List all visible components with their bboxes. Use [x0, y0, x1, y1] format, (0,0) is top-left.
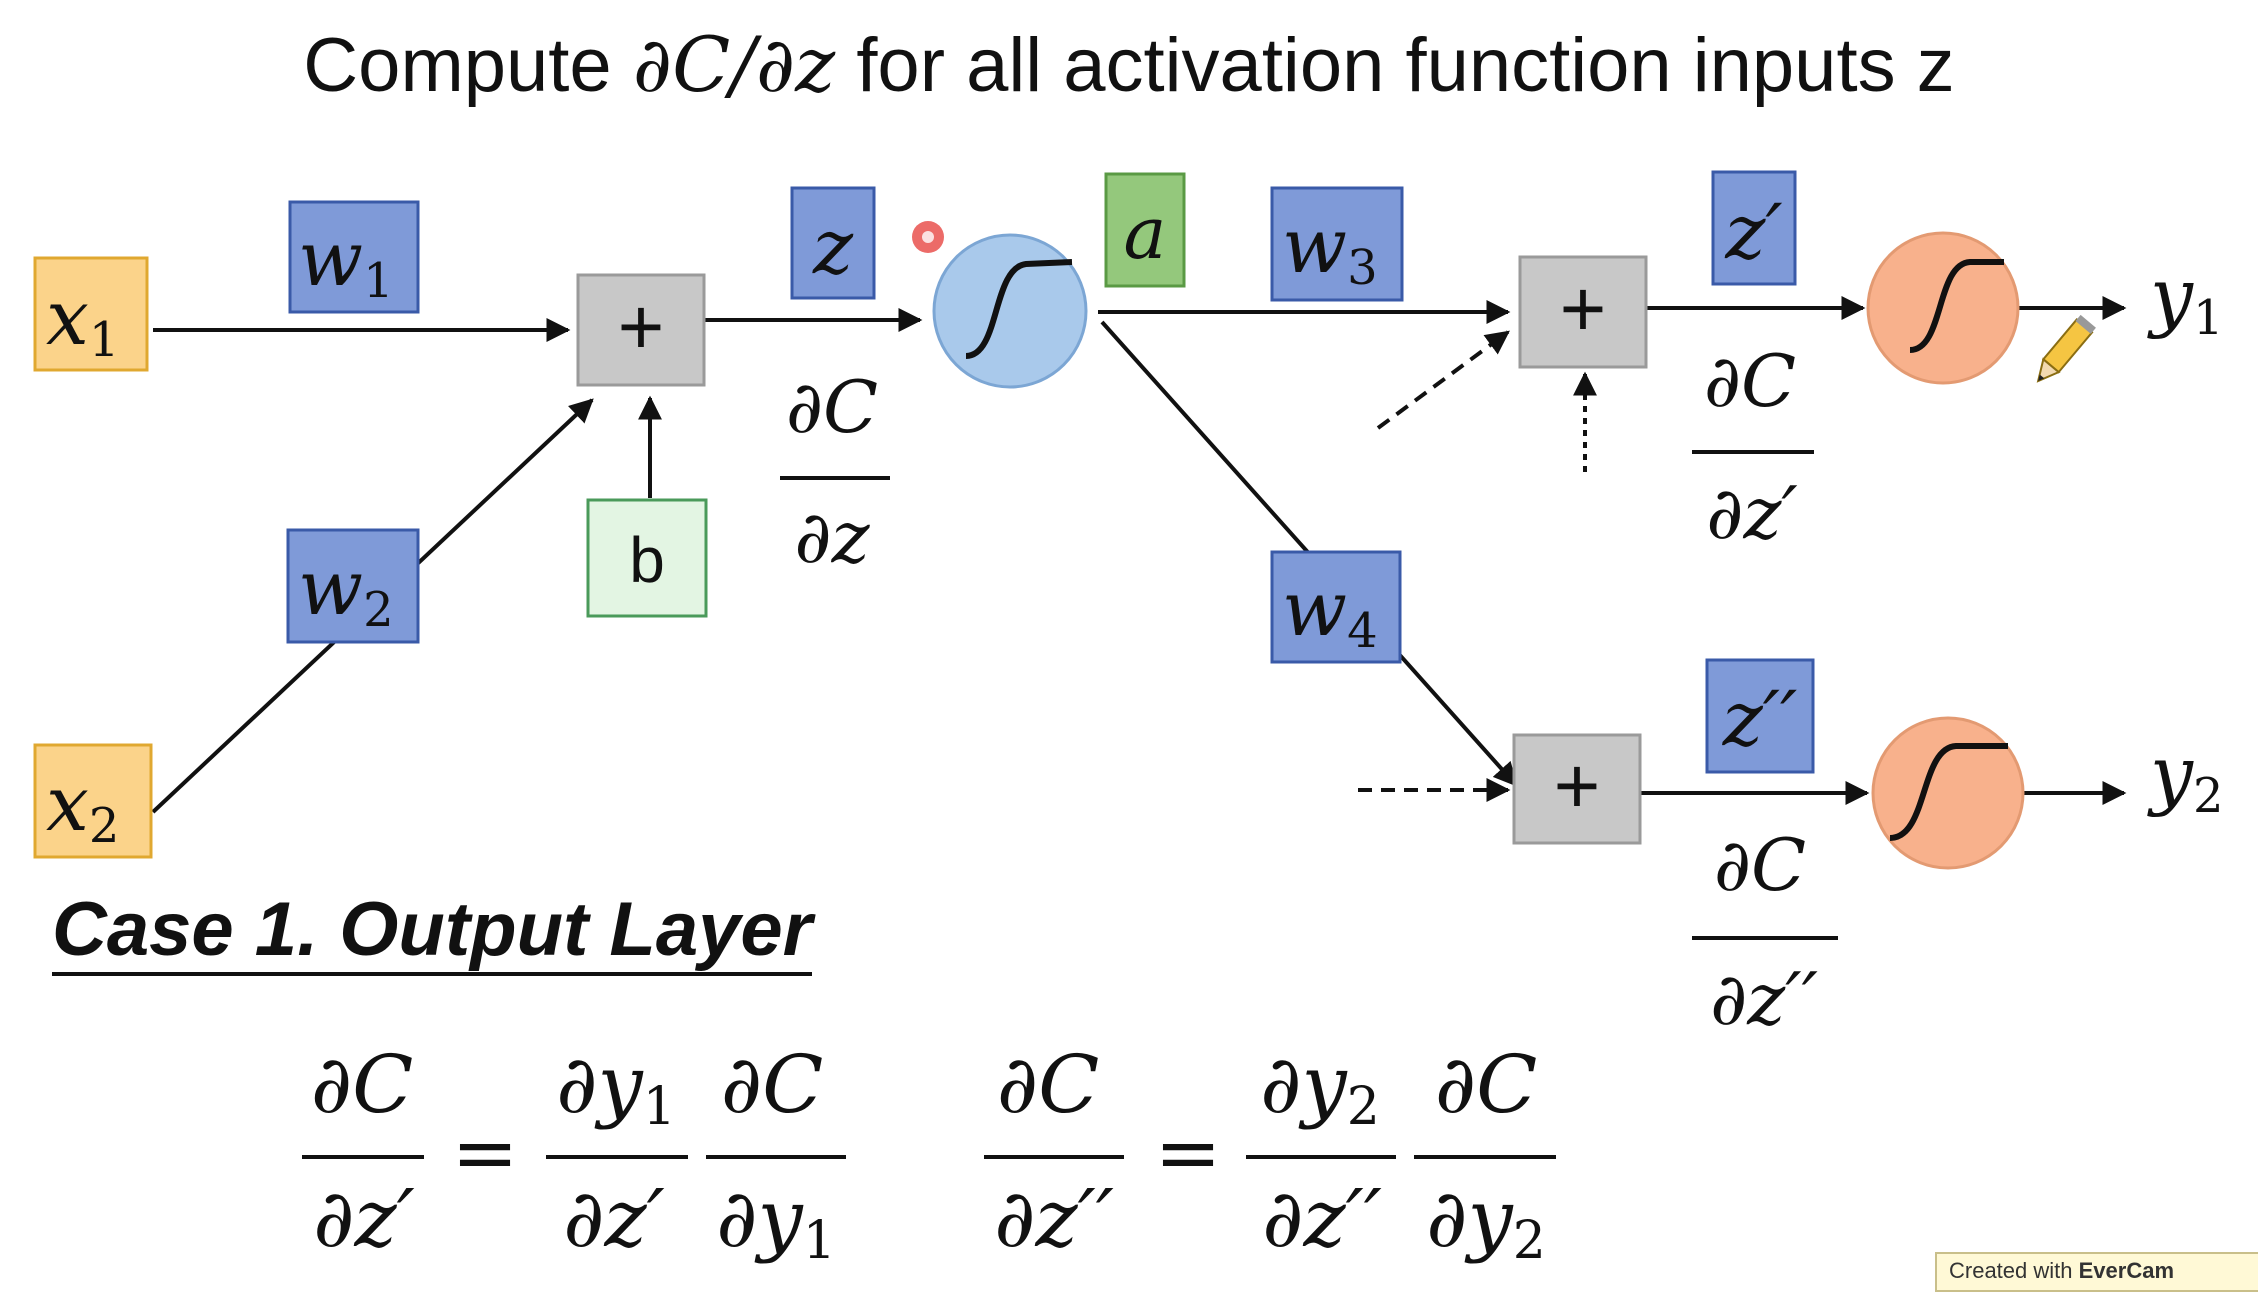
fraction-dC-dz-double-prime-num: ∂C [1714, 823, 1806, 907]
weight-w2-sub: 2 [363, 582, 394, 638]
bias-b-label: b [629, 524, 665, 596]
adder-output1: + [1518, 255, 1648, 369]
fraction-dC-dz-prime: ∂C ∂z′ [1692, 339, 1814, 555]
weight-w3-sub: 3 [1347, 240, 1378, 296]
laser-pointer-icon [912, 221, 944, 253]
eq2-lhs-num: ∂C [997, 1038, 1100, 1131]
label-z: z [790, 186, 876, 300]
adder-hidden: + [576, 273, 706, 387]
neuron-output2 [1871, 716, 2025, 870]
label-z-prime-text: z′ [1724, 187, 1782, 276]
activation-a: a [1104, 172, 1186, 288]
output-y2-base: y [2147, 729, 2194, 818]
edges [151, 296, 2127, 814]
weight-w4-sub: 4 [1347, 603, 1378, 659]
eq1-f1-num-base: ∂y [556, 1038, 644, 1131]
fraction-dC-dz-double-prime: ∂C ∂z′′ [1692, 823, 1838, 1041]
svg-text:x2: x2 [46, 759, 119, 854]
eq2-equals: = [1154, 1106, 1221, 1199]
svg-text:∂y2: ∂y2 [1426, 1172, 1546, 1271]
eq1-f2-num: ∂C [721, 1038, 824, 1131]
input-x1: x1 [33, 256, 149, 372]
activation-a-text: a [1124, 191, 1167, 275]
input-x2-sub: 2 [89, 798, 120, 854]
case-heading: Case 1. Output Layer [52, 890, 813, 976]
svg-text:w4: w4 [1282, 564, 1378, 659]
input-x1-base: x [46, 273, 89, 362]
eq1-lhs-den: ∂z′ [313, 1172, 415, 1265]
adder-output2: + [1512, 733, 1642, 845]
output-y1-base: y [2147, 251, 2194, 340]
fraction-dC-dz-prime-num: ∂C [1704, 339, 1796, 423]
output-y1-sub: 1 [2193, 290, 2224, 346]
input-x2-base: x [46, 759, 89, 848]
eq1-lhs-num: ∂C [311, 1038, 414, 1131]
adder-output1-symbol: + [1560, 264, 1607, 353]
svg-text:w1: w1 [298, 214, 394, 309]
bias-b: b [586, 498, 708, 618]
eq2-f1-num-sub: 2 [1347, 1077, 1380, 1137]
weight-w1-base: w [298, 214, 363, 303]
edge-dashed-diag [1376, 330, 1510, 430]
eq1-f2-den-base: ∂y [716, 1172, 804, 1265]
title-before: Compute [303, 23, 633, 108]
eq2-f2-num: ∂C [1435, 1038, 1538, 1131]
input-x2: x2 [33, 743, 153, 859]
label-z-double-prime-text: z′′ [1722, 674, 1798, 763]
neuron-output1 [1866, 231, 2020, 385]
output-y2: y2 [2147, 729, 2223, 824]
eq2-lhs-den: ∂z′′ [994, 1172, 1114, 1265]
svg-text:∂y2: ∂y2 [1260, 1038, 1380, 1137]
eq1-f1-num-sub: 1 [643, 1077, 676, 1137]
svg-text:x1: x1 [46, 273, 119, 368]
weight-w3-base: w [1282, 201, 1347, 290]
title-math: ∂C/∂z [632, 20, 836, 109]
output-y1: y1 [2147, 251, 2223, 346]
svg-text:∂y1: ∂y1 [556, 1038, 676, 1137]
equation-output2: ∂C ∂z′′ = ∂y2 ∂z′′ ∂C ∂y2 [984, 1038, 1556, 1271]
watermark-prefix: Created with [1949, 1258, 2079, 1283]
weight-w1-sub: 1 [363, 253, 394, 309]
sigmoid-icon [965, 259, 1073, 359]
eq1-f2-den-sub: 1 [803, 1211, 836, 1271]
svg-text:∂y1: ∂y1 [716, 1172, 836, 1271]
slide-title: Compute ∂C/∂z for all activation functio… [0, 20, 2258, 109]
weight-w2-base: w [298, 543, 363, 632]
svg-text:w3: w3 [1282, 201, 1378, 296]
fraction-dC-dz-den: ∂z [794, 495, 870, 579]
label-z-text: z [812, 202, 854, 291]
label-z-double-prime: z′′ [1705, 658, 1815, 774]
output-y2-sub: 2 [2193, 768, 2224, 824]
sigmoid-icon [1889, 743, 2008, 841]
watermark: Created with EverCam [1935, 1252, 2258, 1292]
fraction-dC-dz: ∂C ∂z [780, 365, 890, 579]
pencil-cursor-icon [2036, 314, 2096, 383]
equation-output1: ∂C ∂z′ = ∂y1 ∂z′ ∂C ∂y1 [302, 1038, 846, 1271]
sigmoid-icon [1909, 259, 2004, 353]
adder-hidden-symbol: + [618, 282, 665, 371]
eq1-equals: = [451, 1106, 518, 1199]
eq1-f1-den: ∂z′ [563, 1172, 665, 1265]
weight-w2: w2 [286, 528, 420, 644]
fraction-dC-dz-num: ∂C [786, 365, 878, 449]
fraction-dC-dz-double-prime-den: ∂z′′ [1710, 957, 1818, 1041]
eq2-f1-den: ∂z′′ [1262, 1172, 1382, 1265]
adder-output2-symbol: + [1554, 741, 1601, 830]
neuron-hidden [932, 233, 1088, 389]
weight-w1: w1 [288, 200, 420, 314]
svg-text:w2: w2 [298, 543, 394, 638]
fraction-dC-dz-prime-den: ∂z′ [1706, 471, 1798, 555]
eq2-f1-num-base: ∂y [1260, 1038, 1348, 1131]
input-x1-sub: 1 [89, 312, 120, 368]
watermark-brand: EverCam [2078, 1258, 2175, 1283]
weight-w4-base: w [1282, 564, 1347, 653]
title-after: for all activation function inputs z [835, 23, 1955, 108]
eq2-f2-den-sub: 2 [1513, 1211, 1546, 1271]
weight-w4: w4 [1270, 550, 1402, 664]
eq2-f2-den-base: ∂y [1426, 1172, 1514, 1265]
weight-w3: w3 [1270, 186, 1404, 302]
label-z-prime: z′ [1711, 170, 1797, 286]
